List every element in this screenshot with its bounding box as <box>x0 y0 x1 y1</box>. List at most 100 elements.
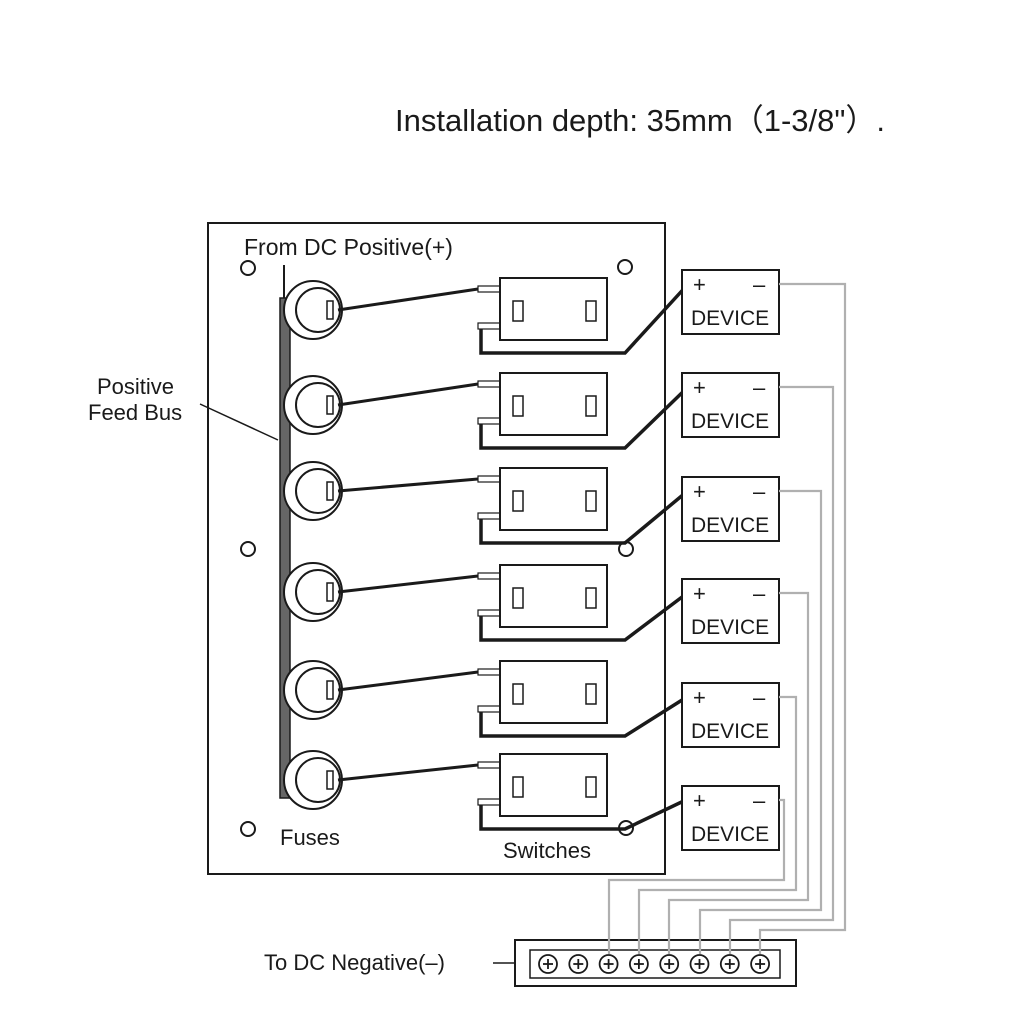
switch-output-terminal <box>477 705 501 713</box>
switch-input-terminal <box>477 285 501 293</box>
device-label: DEVICE <box>691 720 769 743</box>
device-label: DEVICE <box>691 410 769 433</box>
negative-wire <box>637 695 798 954</box>
switch-right-tab <box>585 776 597 798</box>
device-box <box>681 785 780 851</box>
switch-output-terminal <box>477 609 501 617</box>
device-minus-label: – <box>753 581 766 606</box>
switch-to-device-wire <box>479 280 692 355</box>
switch-panel <box>207 222 666 875</box>
device-box <box>681 372 780 438</box>
device-plus-label: + <box>693 479 706 504</box>
switch-right-tab <box>585 683 597 705</box>
device-plus-label: + <box>693 788 706 813</box>
switch-body <box>499 467 608 531</box>
switch-left-tab <box>512 300 524 322</box>
switch-input-terminal <box>477 380 501 388</box>
switch-left-tab <box>512 587 524 609</box>
switch-body <box>499 372 608 436</box>
negative-terminal <box>538 954 558 974</box>
device-label: DEVICE <box>691 514 769 537</box>
switch-to-device-wire <box>479 693 691 738</box>
device-label: DEVICE <box>691 823 769 846</box>
device-minus-label: – <box>753 375 766 400</box>
fuse-to-switch-wire <box>337 574 479 594</box>
switch-left-tab <box>512 395 524 417</box>
negative-terminal <box>568 954 589 974</box>
switch-output-terminal <box>477 417 501 425</box>
circuit-row: +–DEVICE <box>283 660 780 748</box>
fuse-terminal <box>326 582 334 602</box>
negative-bus-inner <box>529 949 781 979</box>
negative-terminal <box>659 954 680 974</box>
device-minus-label: – <box>753 272 766 297</box>
fuses-label: Fuses <box>280 825 340 850</box>
switch-right-tab <box>585 490 597 512</box>
mounting-hole <box>617 259 633 275</box>
negative-terminal <box>598 954 619 974</box>
switch-input-terminal <box>477 572 501 580</box>
feed-bus-label-line2: Feed Bus <box>88 400 182 425</box>
feed-bus-label-line1: Positive <box>97 374 174 399</box>
switch-left-tab <box>512 683 524 705</box>
switches-label: Switches <box>503 838 591 863</box>
circuit-row: + – DEVICE <box>283 562 780 644</box>
installation-depth-text: Installation depth: 35mm（1-3/8"）. <box>395 103 885 138</box>
circuit-rows: + – DEVICE + – DEVICE + – DEVICE + – DEVICE + – DEVICE… <box>283 269 780 851</box>
dc-negative-label: To DC Negative(–) <box>264 950 445 975</box>
circuit-row: + – DEVICE <box>283 461 780 545</box>
switch-input-terminal <box>477 475 501 483</box>
switch-right-tab <box>585 300 597 322</box>
switch-body <box>499 660 608 724</box>
circuit-row: + – DEVICE <box>283 372 780 450</box>
fuse-to-switch-wire <box>337 287 479 312</box>
negative-wire <box>758 282 847 954</box>
switch-left-tab <box>512 490 524 512</box>
negative-terminals <box>538 954 770 974</box>
switch-body <box>499 277 608 341</box>
negative-terminal <box>750 954 770 974</box>
switch-to-device-wire <box>479 589 692 642</box>
device-label: DEVICE <box>691 616 769 639</box>
switch-input-terminal <box>477 761 501 769</box>
device-minus-label: – <box>753 685 766 710</box>
device-box <box>681 578 780 644</box>
fuse-terminal <box>326 300 334 320</box>
negative-wire <box>667 591 810 954</box>
device-plus-label: + <box>693 581 706 606</box>
fuse-to-switch-wire <box>337 382 479 407</box>
device-plus-label: + <box>693 375 706 400</box>
negative-wire <box>607 798 786 954</box>
fuse-terminal <box>326 770 334 790</box>
negative-terminal <box>689 954 710 974</box>
switch-output-terminal <box>477 322 501 330</box>
switch-input-terminal <box>477 668 501 676</box>
device-box <box>681 682 780 748</box>
fuse-to-switch-wire <box>337 670 479 692</box>
positive-feed-bus <box>279 297 291 799</box>
mounting-hole <box>240 260 256 276</box>
feed-bus-pointer <box>199 403 279 441</box>
device-minus-label: – <box>753 788 766 813</box>
negative-wire <box>728 385 835 954</box>
mounting-hole <box>240 541 256 557</box>
mounting-holes <box>240 259 634 837</box>
circuit-row: + – DEVICE <box>283 269 780 355</box>
switch-to-device-wire <box>479 487 692 545</box>
device-plus-label: + <box>693 272 706 297</box>
device-label: DEVICE <box>691 307 769 330</box>
fuse-terminal <box>326 395 334 415</box>
switch-output-terminal <box>477 798 501 806</box>
switch-to-device-wire <box>479 383 692 450</box>
switch-output-terminal <box>477 512 501 520</box>
device-minus-label: – <box>753 479 766 504</box>
switch-left-tab <box>512 776 524 798</box>
negative-terminal <box>719 954 740 974</box>
device-box <box>681 476 780 542</box>
negative-wires <box>607 282 847 954</box>
negative-wire <box>698 489 823 954</box>
negative-terminal <box>629 954 649 974</box>
switch-right-tab <box>585 395 597 417</box>
circuit-row: + – DEVICE <box>283 750 780 851</box>
